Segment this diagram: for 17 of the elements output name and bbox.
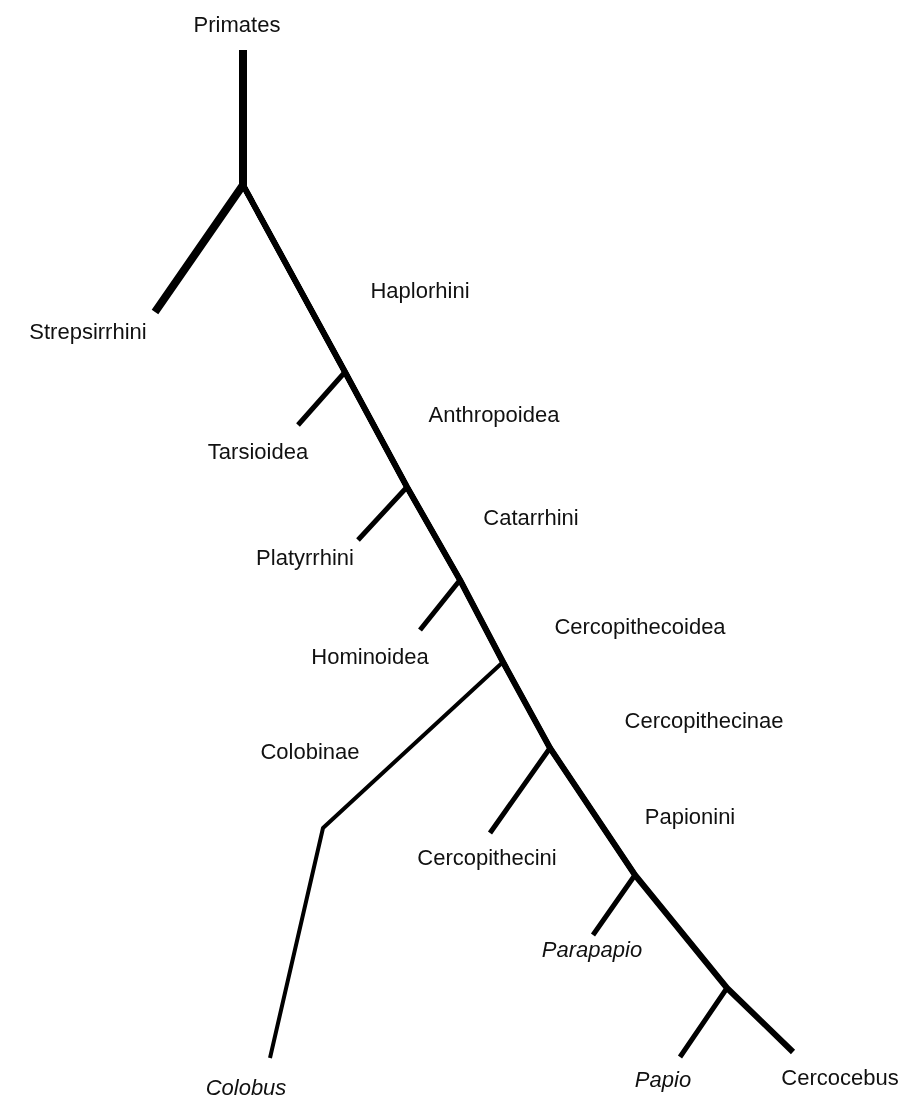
clade-label: Cercopithecoidea [554,613,726,641]
clade-label: Papionini [644,803,736,831]
taxon-name: Parapapio [541,936,643,964]
clade-label: Anthropoidea [428,401,560,429]
clade-label: Haplorhini [370,277,470,305]
clade-label: Colobinae [260,738,360,766]
taxon-name: Hominoidea [311,643,429,671]
taxon-name: Cercopithecini [417,844,557,872]
clade-label: Catarrhini [483,504,579,532]
taxon-name: Papio [634,1066,692,1094]
taxon-name: Cercocebus [781,1064,899,1092]
taxon-name: Primates [193,11,281,39]
taxon-name: Platyrrhini [256,544,354,572]
taxon-name: Colobus [205,1074,287,1102]
clade-label: Cercopithecinae [624,707,784,735]
taxon-name: Tarsioidea [207,438,309,466]
taxon-name: Strepsirrhini [29,318,147,346]
